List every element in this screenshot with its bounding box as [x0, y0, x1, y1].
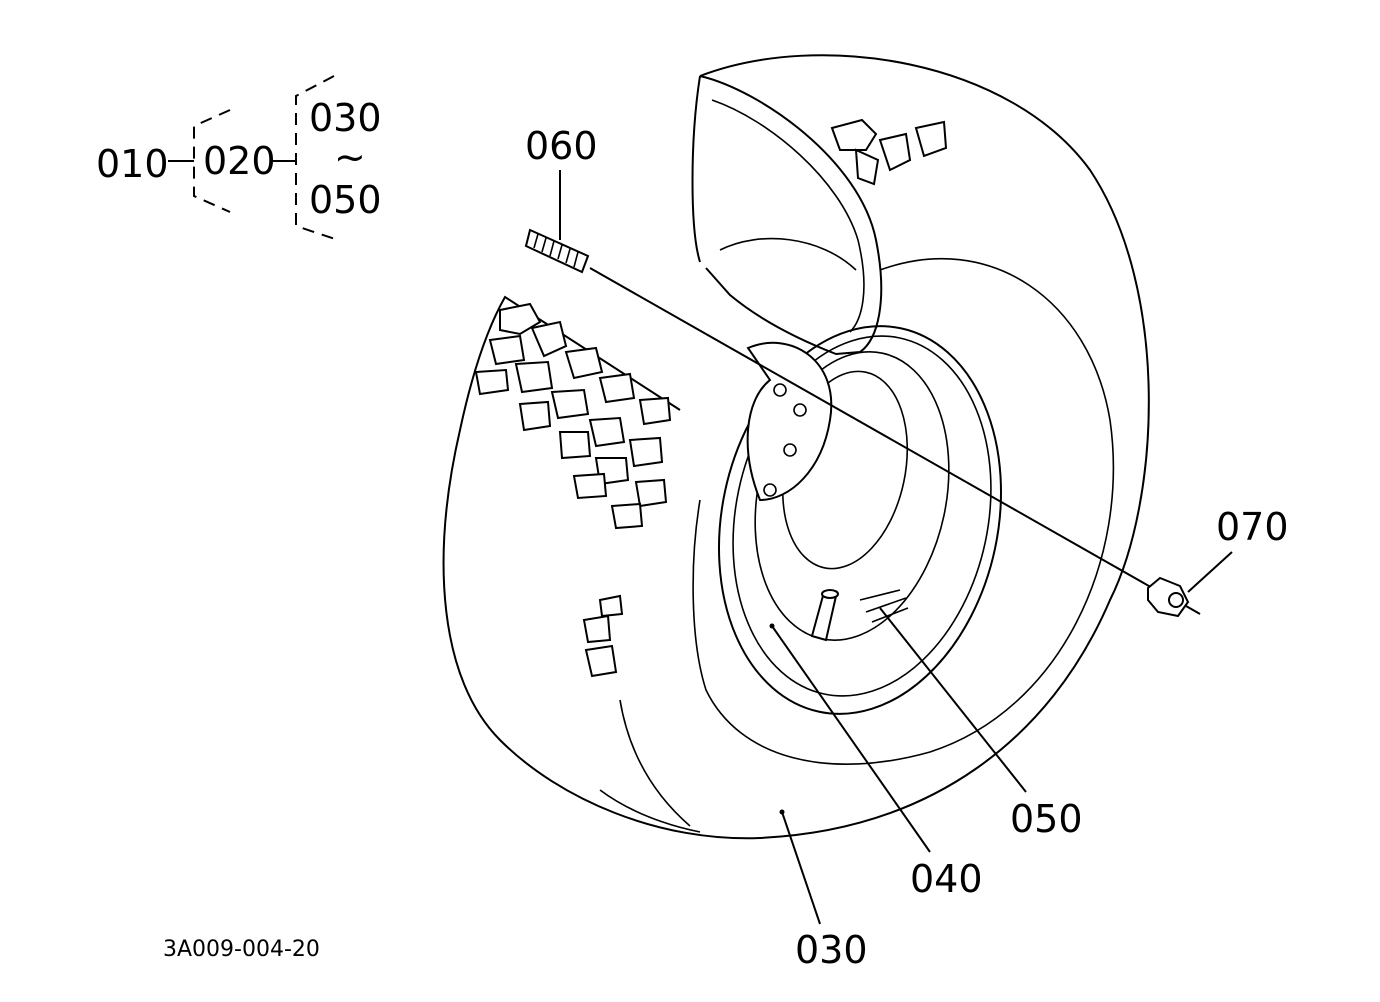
valve-stem	[810, 590, 838, 642]
tread-block	[914, 120, 948, 158]
wheel-nut	[1147, 576, 1201, 618]
leader-050	[879, 607, 1027, 793]
tree-bracket-1	[193, 109, 231, 213]
wheel-hub-disc	[746, 341, 833, 502]
tire-sidewall-inner	[692, 258, 1115, 765]
tube-visible	[859, 589, 909, 623]
tread-block	[854, 148, 880, 186]
rim-drawing	[717, 325, 1003, 715]
callout-leaders	[559, 170, 1233, 925]
tread-block	[830, 118, 878, 151]
tree-range-sep: ~	[334, 135, 366, 179]
tire-cutaway-section	[699, 75, 883, 356]
stud-bolt-body	[524, 228, 590, 274]
tire-cutaway-inner	[719, 237, 857, 271]
tire-shoulder-line	[599, 789, 701, 833]
tread-block	[878, 132, 912, 172]
tree-label-030: 030	[309, 96, 382, 140]
leader-030	[781, 811, 821, 925]
assembly-axis-line	[589, 267, 1171, 599]
tread-pattern	[474, 302, 672, 678]
tree-label-010: 010	[96, 142, 169, 186]
rim-outer-flange	[717, 325, 1003, 715]
rim-flange-inner	[732, 335, 992, 697]
assembly-tree: 010 020 030 ~ 050	[96, 75, 382, 241]
callout-070: 070	[1216, 505, 1289, 549]
tire-shoulder-line	[619, 699, 691, 827]
tire-cutaway-inner	[711, 99, 865, 333]
tree-bracket-2	[295, 75, 339, 241]
stud-bolt	[524, 228, 1171, 599]
tree-label-050: 050	[309, 178, 382, 222]
callout-labels: 060 070 050 040 030	[525, 124, 1289, 972]
callout-060: 060	[525, 124, 598, 168]
drawing-code: 3A009-004-20	[163, 937, 320, 962]
tree-label-020: 020	[203, 139, 276, 183]
leader-040	[771, 625, 931, 853]
callout-050: 050	[1010, 797, 1083, 841]
tire-drawing	[442, 54, 1150, 840]
callout-040: 040	[910, 857, 983, 901]
callout-030: 030	[795, 928, 868, 972]
tire-cut-edge	[691, 75, 701, 263]
tire-outline	[442, 54, 1150, 840]
leader-070	[1187, 551, 1233, 593]
